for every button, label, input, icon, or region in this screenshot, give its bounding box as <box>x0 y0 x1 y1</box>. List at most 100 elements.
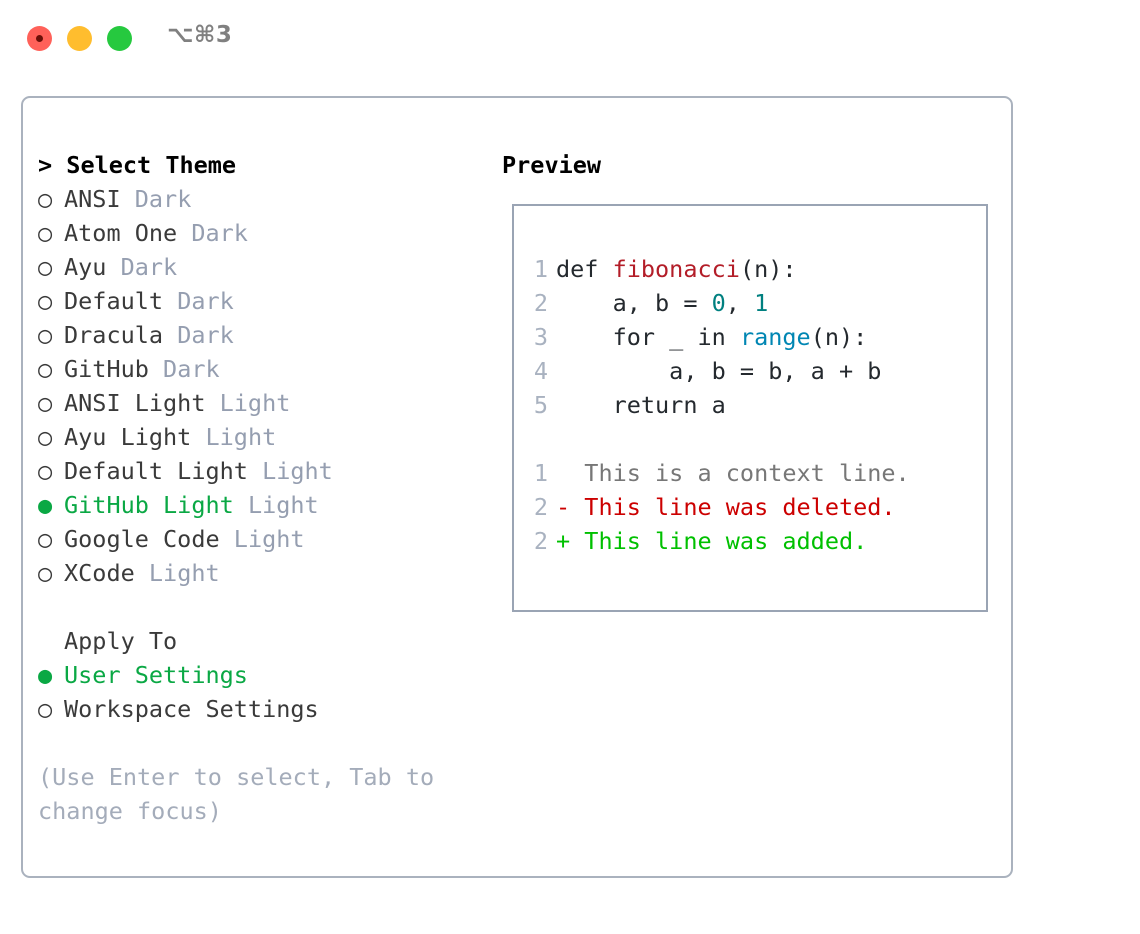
theme-option-dracula[interactable]: ○Dracula Dark <box>38 318 488 352</box>
label-spacer <box>106 253 120 281</box>
apply-to-spacer <box>38 590 488 624</box>
radio-unselected-icon: ○ <box>38 389 53 417</box>
code-token-fn: fibonacci <box>612 255 740 283</box>
label-spacer <box>248 457 262 485</box>
label-spacer <box>205 389 219 417</box>
apply-to-option-user-settings[interactable]: ● User Settings <box>38 658 488 692</box>
theme-list[interactable]: ○ ANSI Dark ○ Atom One Dark ○ Ayu Dark ○ Defaul… <box>38 182 488 590</box>
theme-option-variant: Dark <box>163 355 220 383</box>
panel-columns: > Select Theme ○ANSI Dark○Atom One Dark○… <box>23 98 1011 876</box>
theme-option-default[interactable]: ○Default Dark <box>38 284 488 318</box>
diff-sign: - <box>556 493 585 521</box>
radio-unselected-icon: ○ <box>38 219 53 247</box>
theme-option-github-light[interactable]: ●GitHub Light Light <box>38 488 488 522</box>
diff-line-ctx: 1 This is a context line. <box>532 456 972 490</box>
radio-unselected-icon: ○ <box>38 355 53 383</box>
code-token-num: 1 <box>754 289 769 317</box>
radio-unselected-icon: ○ <box>38 457 53 485</box>
label-spacer <box>177 219 191 247</box>
radio-selected-icon: ● <box>38 491 53 519</box>
radio-unselected-icon: ○ <box>38 253 53 281</box>
minimize-window-button[interactable] <box>67 26 92 51</box>
label-spacer <box>149 355 163 383</box>
theme-option-github[interactable]: ○ GitHub Dark <box>38 352 488 386</box>
theme-option-ayu-light[interactable]: ○ Ayu Light Light <box>38 420 488 454</box>
apply-to-option-workspace-settings[interactable]: ○Workspace Settings <box>38 692 488 726</box>
select-theme-title: Select Theme <box>66 151 237 179</box>
theme-option-label: Atom One <box>64 219 178 247</box>
diff-line-content: + This line was added. <box>556 527 867 555</box>
theme-option-xcode[interactable]: ○ XCode Light <box>38 556 488 590</box>
diff-line-number: 1 <box>533 459 548 487</box>
theme-option-label: Dracula <box>64 321 164 349</box>
preview-column: Preview <box>502 148 1002 182</box>
diff-text: This is a context line. <box>584 459 910 487</box>
theme-option-google-code[interactable]: ○Google Code Light <box>38 522 488 556</box>
code-line: 3 for _ in range(n): <box>532 320 972 354</box>
radio-selected-icon: ● <box>38 661 53 689</box>
theme-option-label: GitHub Light <box>64 491 234 519</box>
diff-line-content: - This line was deleted. <box>556 493 896 521</box>
preview-heading: Preview <box>502 151 602 179</box>
apply-to-heading: Apply To <box>64 627 178 655</box>
radio-unselected-icon: ○ <box>38 287 53 315</box>
traffic-light-group <box>27 26 132 51</box>
code-token-plain: , <box>725 289 755 317</box>
theme-option-label: Default Light <box>64 457 248 485</box>
code-token-plain: (n): <box>739 255 797 283</box>
theme-option-variant: Light <box>148 559 220 587</box>
theme-option-ansi-light[interactable]: ○ANSI Light Light <box>38 386 488 420</box>
radio-unselected-icon: ○ <box>38 423 53 451</box>
diff-text: This line was added. <box>584 527 868 555</box>
theme-option-label: Ayu Light <box>64 423 192 451</box>
radio-unselected-icon: ○ <box>38 695 53 723</box>
code-token-plain: a, b = b, a + b <box>556 357 882 385</box>
maximize-window-button[interactable] <box>107 26 132 51</box>
code-line: 4 a, b = b, a + b <box>532 354 972 388</box>
theme-option-label: XCode <box>64 559 135 587</box>
theme-option-label: Default <box>64 287 164 315</box>
diff-line-number: 2 <box>533 493 548 521</box>
code-token-call: range <box>739 323 811 351</box>
diff-sample: 1 This is a context line.2- This line wa… <box>532 456 972 558</box>
code-token-plain: for _ in <box>556 323 740 351</box>
radio-unselected-icon: ○ <box>38 525 53 553</box>
apply-to-list[interactable]: ● User Settings ○Workspace Settings <box>38 658 488 726</box>
code-line: 5 return a <box>532 388 972 422</box>
theme-option-label: ANSI <box>64 185 121 213</box>
prompt-caret: > <box>38 151 67 179</box>
code-line-number: 2 <box>533 289 548 317</box>
radio-unselected-icon: ○ <box>38 559 53 587</box>
theme-option-variant: Dark <box>120 253 178 281</box>
theme-option-label: Ayu <box>64 253 107 281</box>
close-window-button[interactable] <box>27 26 52 51</box>
title-bar: ⌥⌘3 <box>0 0 1140 78</box>
radio-unselected-icon: ○ <box>38 185 53 213</box>
theme-option-ansi[interactable]: ○ANSI Dark <box>38 182 488 216</box>
code-token-num: 0 <box>711 289 726 317</box>
theme-option-variant: Dark <box>177 321 234 349</box>
theme-option-variant: Light <box>205 423 277 451</box>
label-spacer <box>135 559 149 587</box>
apply-to-option-label: User Settings <box>64 661 248 689</box>
code-token-plain: a, b = <box>556 289 712 317</box>
code-token-plain: def <box>556 255 613 283</box>
theme-option-default-light[interactable]: ○ Default Light Light <box>38 454 488 488</box>
theme-option-ayu[interactable]: ○ Ayu Dark <box>38 250 488 284</box>
code-line: 2 a, b = 0, 1 <box>532 286 972 320</box>
theme-option-variant: Light <box>262 457 333 485</box>
diff-line-add: 2 + This line was added. <box>532 524 972 558</box>
theme-option-label: GitHub <box>64 355 149 383</box>
theme-selection-column: > Select Theme ○ANSI Dark○Atom One Dark○… <box>38 148 488 828</box>
label-spacer <box>191 423 205 451</box>
theme-option-atom-one[interactable]: ○Atom One Dark <box>38 216 488 250</box>
diff-line-content: This is a context line. <box>556 459 910 487</box>
label-spacer <box>234 491 248 519</box>
diff-line-number: 2 <box>533 527 548 555</box>
keyboard-shortcut-label: ⌥⌘3 <box>167 22 233 48</box>
theme-option-label: Google Code <box>64 525 220 553</box>
